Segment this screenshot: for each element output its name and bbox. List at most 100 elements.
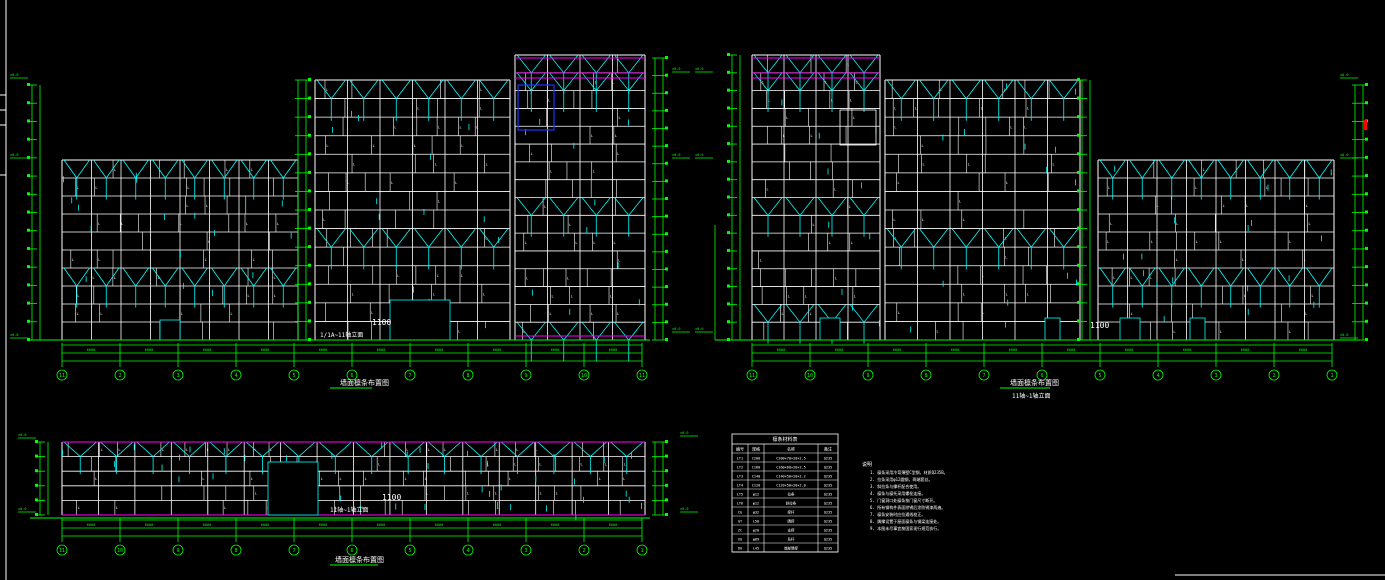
- purlin-tag: L: [487, 462, 489, 466]
- door-opening: [267, 461, 319, 516]
- axis-bubble: [230, 369, 242, 381]
- purlin-tag: L: [1005, 237, 1007, 241]
- purlin-tag: L: [915, 107, 917, 111]
- purlin-tag: L: [326, 88, 328, 92]
- purlin-tag: L: [1151, 240, 1153, 244]
- diagonal-brace: [530, 321, 546, 341]
- level-marker: [308, 133, 311, 137]
- diagonal-brace: [1306, 267, 1320, 287]
- axis-label: 4: [234, 373, 237, 379]
- diagonal-brace: [1129, 267, 1143, 287]
- level-marker: [727, 213, 730, 217]
- purlin-tag: L: [544, 205, 546, 209]
- door-opening: [159, 319, 181, 341]
- diagonal-brace: [330, 228, 346, 248]
- level-marker: [1077, 170, 1080, 174]
- dimension-text: 6000: [893, 348, 901, 352]
- table-cell: Q235: [824, 484, 832, 488]
- level-marker: [1365, 210, 1368, 214]
- diagonal-brace: [595, 197, 611, 216]
- elevation-dimension-chain: [1352, 83, 1368, 341]
- level-marker: [665, 144, 668, 148]
- door-frame: [1119, 317, 1141, 341]
- diagonal-brace: [863, 197, 879, 216]
- axis-label: 10: [581, 373, 587, 379]
- diagonal-brace: [63, 441, 81, 457]
- purlin-tag: L: [277, 222, 279, 226]
- dimension-text: 6000: [551, 523, 559, 527]
- purlin-tag: L: [618, 259, 620, 263]
- purlin-tag: L: [526, 276, 528, 280]
- purlin-tag: L: [1024, 125, 1026, 129]
- diagonal-brace: [1289, 267, 1303, 287]
- level-marker: [27, 338, 30, 341]
- purlin-tag: L: [246, 222, 248, 226]
- diagonal-brace: [480, 441, 498, 457]
- purlin-tag: L: [339, 477, 341, 481]
- purlin-tag: L: [895, 237, 897, 241]
- purlin-tag: L: [811, 134, 813, 138]
- diagonal-brace: [1289, 159, 1303, 179]
- purlin-tag: L: [202, 477, 204, 481]
- purlin-tag: L: [98, 258, 100, 262]
- purlin-tag: L: [567, 276, 569, 280]
- table-cell: C120×50×20×2.0: [776, 484, 806, 488]
- purlin-tag: L: [77, 186, 79, 190]
- purlin-tag: L: [1220, 330, 1222, 334]
- purlin-tag: L: [495, 492, 497, 496]
- purlin-tag: L: [1223, 204, 1225, 208]
- diagonal-brace: [614, 72, 630, 91]
- diagonal-brace: [1049, 228, 1065, 248]
- axis-label: 9: [176, 548, 179, 554]
- elevation-dimension-chain: [27, 83, 41, 341]
- level-marker: [35, 483, 38, 487]
- purlin-tag: L: [894, 107, 896, 111]
- diagonal-brace: [886, 228, 902, 248]
- purlin-tag: L: [1195, 186, 1197, 190]
- level-marker: [1077, 96, 1080, 100]
- diagonal-brace: [753, 304, 769, 323]
- purlin-tag: L: [623, 477, 625, 481]
- diagonal-brace: [785, 72, 801, 91]
- axis-label: 3: [524, 548, 527, 554]
- diagonal-brace: [335, 441, 352, 457]
- diagonal-brace: [553, 441, 571, 457]
- table-cell: φ32: [753, 511, 759, 515]
- level-marker: [727, 88, 730, 92]
- purlin-tag: L: [849, 205, 851, 209]
- diagonal-brace: [1217, 267, 1232, 287]
- purlin-tag: L: [428, 448, 430, 452]
- dimension-text: 6000: [87, 348, 95, 352]
- dimension-text: 6000: [1009, 348, 1017, 352]
- table-cell: XG: [738, 538, 742, 542]
- purlin-tag: L: [205, 258, 207, 262]
- axis-bubble: [804, 369, 816, 381]
- axis-bubble: [56, 369, 68, 381]
- purlin-tag: L: [571, 294, 573, 298]
- diagonal-brace: [225, 441, 243, 457]
- purlin-tag: L: [485, 237, 487, 241]
- purlin-tag: L: [77, 312, 79, 316]
- diagonal-brace: [262, 441, 279, 457]
- purlin-tag: L: [552, 294, 554, 298]
- diagonal-brace: [817, 72, 833, 91]
- purlin-tag: L: [321, 477, 323, 481]
- diagonal-brace: [1030, 228, 1046, 248]
- diagonal-brace: [152, 441, 170, 457]
- general-notes: 说明1. 檩条采用冷弯薄壁C型钢，材质Q235B。2. 拉条采用φ12圆钢，两端…: [862, 461, 948, 531]
- purlin-tag: L: [1005, 255, 1007, 259]
- purlin-tag: L: [535, 448, 537, 452]
- diagonal-brace: [1188, 159, 1202, 179]
- purlin-tag: L: [230, 312, 232, 316]
- level-marker: [665, 91, 668, 95]
- purlin-tag: L: [326, 144, 328, 148]
- purlin-tag: L: [1203, 168, 1205, 172]
- diagonal-brace: [211, 159, 225, 179]
- level-marker: [308, 115, 311, 119]
- purlin-tag: L: [101, 448, 103, 452]
- diagonal-brace: [849, 197, 865, 216]
- purlin-tag: L: [480, 88, 482, 92]
- diagonal-brace: [626, 441, 644, 457]
- level-marker: [665, 126, 668, 130]
